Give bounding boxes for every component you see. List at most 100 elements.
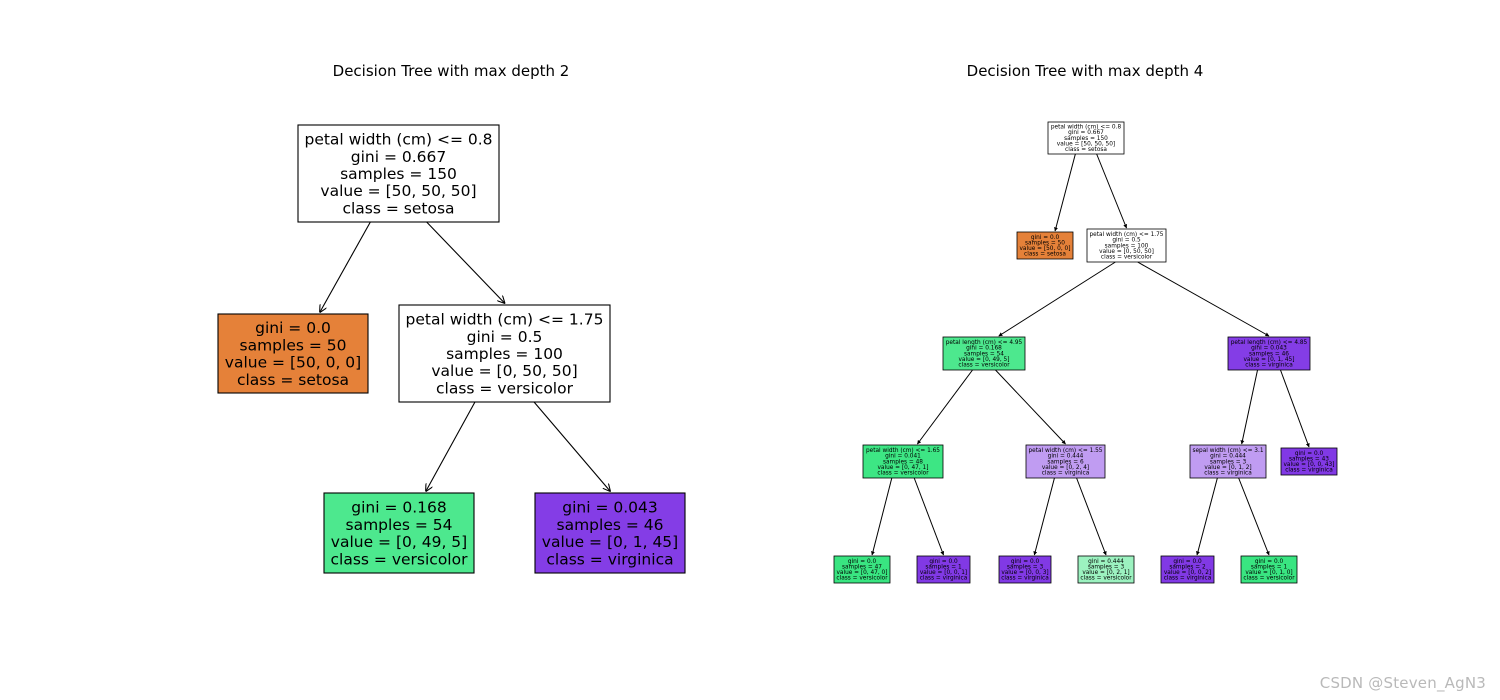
node-line: class = setosa bbox=[1065, 147, 1107, 153]
node-line: value = [50, 50, 50] bbox=[1057, 141, 1115, 147]
node-line: samples = 100 bbox=[446, 345, 563, 363]
tree-2-title: Decision Tree with max depth 4 bbox=[967, 62, 1204, 80]
node-box bbox=[942, 336, 1026, 371]
node-box bbox=[833, 555, 891, 584]
node-box bbox=[916, 555, 971, 584]
node-line: class = virginica bbox=[1245, 362, 1293, 368]
node-line: samples = 43 bbox=[1289, 456, 1329, 462]
node-line: value = [0, 47, 0] bbox=[836, 570, 887, 576]
node-line: class = versicolor bbox=[1243, 576, 1295, 582]
node-line: gini = 0.0 bbox=[1173, 559, 1202, 565]
node-line: samples = 46 bbox=[557, 516, 664, 534]
tree-1-edge-root-to-split-1-75 bbox=[426, 221, 505, 303]
node-line: value = [0, 0, 1] bbox=[920, 570, 967, 576]
node-line: gini = 0.043 bbox=[1251, 346, 1287, 352]
node-line: gini = 0.444 bbox=[1048, 454, 1084, 460]
node-line: gini = 0.0 bbox=[1295, 451, 1324, 457]
node-line: value = [0, 0, 2] bbox=[1164, 570, 1211, 576]
node-line: value = [0, 2, 1] bbox=[1082, 570, 1129, 576]
node-line: gini = 0.667 bbox=[1068, 130, 1104, 136]
node-line: petal length (cm) <= 4.95 bbox=[946, 340, 1023, 346]
node-line: class = setosa bbox=[1024, 252, 1066, 258]
node-line: samples = 54 bbox=[964, 351, 1004, 357]
node-box bbox=[1086, 228, 1167, 263]
tree-2-edge-sw-3-1-to-leaf-2 bbox=[1196, 477, 1218, 556]
node-line: class = versicolor bbox=[331, 550, 469, 568]
node-line: samples = 3 bbox=[1088, 564, 1125, 570]
node-box bbox=[862, 444, 944, 479]
node-line: value = [0, 50, 50] bbox=[431, 362, 577, 380]
node-line: class = versicolor bbox=[836, 576, 888, 582]
tree-1-edge-split-1-75-to-leaf-versicolor bbox=[426, 401, 476, 491]
node-line: class = versicolor bbox=[877, 470, 929, 476]
node-line: gini = 0.5 bbox=[467, 328, 543, 346]
tree-2-edge-pw-1-65-to-leaf-47 bbox=[871, 477, 893, 556]
node-line: samples = 2 bbox=[1169, 564, 1206, 570]
node-line: samples = 100 bbox=[1105, 243, 1149, 249]
node-box bbox=[1227, 336, 1311, 371]
node-line: gini = 0.667 bbox=[351, 148, 447, 166]
node-box bbox=[534, 492, 686, 574]
node-line: value = [0, 1, 45] bbox=[542, 533, 678, 551]
node-line: sepal width (cm) <= 3.1 bbox=[1192, 448, 1263, 454]
node-line: petal length (cm) <= 4.85 bbox=[1231, 340, 1308, 346]
node-line: class = versicolor bbox=[958, 362, 1010, 368]
node-line: class = versicolor bbox=[1080, 576, 1132, 582]
tree-2-edge-pw-1-55-to-leaf-3b bbox=[1076, 477, 1107, 556]
node-line: gini = 0.0 bbox=[1255, 559, 1284, 565]
node-box bbox=[1240, 555, 1298, 584]
node-line: value = [0, 1, 0] bbox=[1245, 570, 1292, 576]
node-line: petal width (cm) <= 1.75 bbox=[1089, 232, 1163, 238]
tree-1-title: Decision Tree with max depth 2 bbox=[333, 62, 570, 80]
node-line: value = [0, 50, 50] bbox=[1099, 249, 1154, 255]
tree-2-edge-root-to-setosa-leaf bbox=[1054, 153, 1076, 232]
node-line: value = [50, 0, 0] bbox=[225, 354, 361, 372]
node-line: gini = 0.0 bbox=[848, 559, 877, 565]
node-line: class = versicolor bbox=[436, 379, 574, 397]
node-line: class = virginica bbox=[1164, 576, 1212, 582]
node-line: gini = 0.168 bbox=[966, 346, 1002, 352]
node-box bbox=[1160, 555, 1215, 584]
node-line: samples = 50 bbox=[1025, 240, 1065, 246]
node-line: gini = 0.043 bbox=[562, 499, 658, 517]
node-box bbox=[1025, 444, 1106, 479]
tree-2-edge-pw-1-75-to-pl-4-95 bbox=[998, 261, 1116, 337]
node-box bbox=[1016, 231, 1074, 260]
node-line: value = [0, 1, 2] bbox=[1204, 465, 1251, 471]
node-line: gini = 0.0 bbox=[929, 559, 958, 565]
node-line: gini = 0.0 bbox=[255, 319, 331, 337]
tree-2-edge-pl-4-95-to-pw-1-55 bbox=[995, 369, 1066, 445]
node-line: petal width (cm) <= 1.65 bbox=[866, 448, 940, 454]
node-line: petal width (cm) <= 1.55 bbox=[1028, 448, 1102, 454]
node-box bbox=[297, 124, 500, 223]
node-line: value = [0, 2, 4] bbox=[1042, 465, 1089, 471]
node-line: class = virginica bbox=[1204, 470, 1252, 476]
tree-2-edge-root-to-pw-1-75 bbox=[1096, 153, 1128, 229]
node-line: value = [50, 50, 50] bbox=[320, 182, 476, 200]
tree-2-edge-pl-4-85-to-sw-3-1 bbox=[1240, 369, 1259, 445]
node-line: gini = 0.168 bbox=[351, 499, 447, 517]
node-line: gini = 0.0 bbox=[1031, 235, 1060, 241]
tree-2-edge-pw-1-75-to-pl-4-85 bbox=[1137, 261, 1270, 337]
node-line: samples = 50 bbox=[240, 336, 347, 354]
node-line: petal width (cm) <= 0.8 bbox=[1051, 125, 1122, 131]
node-box bbox=[1047, 121, 1125, 155]
tree-2-edge-sw-3-1-to-leaf-1b bbox=[1238, 477, 1270, 556]
node-line: gini = 0.444 bbox=[1210, 454, 1246, 460]
node-line: petal width (cm) <= 1.75 bbox=[406, 311, 604, 329]
